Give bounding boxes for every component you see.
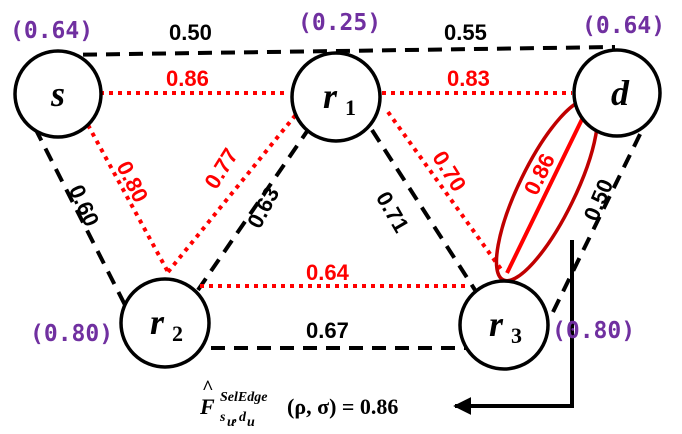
- fidelity-s: (0.64): [10, 18, 93, 44]
- node-d-label: d: [611, 73, 630, 113]
- node-r3-label: r: [489, 304, 504, 344]
- weight-r1-d: 0.55: [444, 20, 487, 45]
- weight-r1-r3: 0.71: [371, 187, 414, 237]
- fidelity-d: (0.64): [582, 13, 665, 39]
- fidelity-r2: (0.80): [30, 321, 113, 347]
- weight-r2-r1: 0.63: [242, 183, 284, 233]
- weight-r2-r3-red: 0.64: [306, 260, 350, 285]
- formula-sub-comma: ,: [233, 410, 238, 425]
- formula-sub-u2: u: [247, 415, 255, 430]
- formula: F ^ SelEdge s u , d u (ρ, σ) = 0.86: [199, 377, 398, 430]
- formula-sub-d: d: [239, 410, 247, 425]
- pointer-arrow: [453, 240, 574, 415]
- black-edges: [33, 45, 650, 350]
- formula-hat: ^: [202, 377, 214, 399]
- edge-r3-d-solid: [505, 106, 590, 274]
- node-r1-sub: 1: [345, 95, 356, 120]
- formula-sup: SelEdge: [220, 390, 267, 405]
- node-s-label: s: [50, 74, 65, 114]
- edge-s-d: [59, 45, 616, 57]
- node-r2-label: r: [150, 302, 165, 342]
- node-r1-label: r: [323, 76, 338, 116]
- formula-sub: s: [219, 410, 226, 425]
- edge-r3-d: [551, 117, 650, 313]
- node-r1: r 1: [290, 51, 382, 143]
- node-d: d: [572, 48, 662, 138]
- weight-s-r1-red: 0.86: [166, 66, 209, 91]
- node-r3-sub: 3: [511, 323, 522, 348]
- edge-r1-r3-red: [386, 110, 505, 274]
- fidelity-r1: (0.25): [298, 10, 381, 36]
- node-r3: r 3: [458, 279, 550, 371]
- weight-r2-r3: 0.67: [306, 318, 349, 343]
- edge-r2-r1-red: [166, 110, 300, 274]
- red-edges: [86, 91, 572, 288]
- weight-r1-d-red: 0.83: [447, 66, 490, 91]
- formula-base: F: [199, 394, 215, 419]
- formula-sub-u1: u: [227, 415, 235, 430]
- edge-r2-r1: [196, 125, 312, 292]
- node-r2: r 2: [119, 277, 211, 369]
- formula-args: (ρ, σ) = 0.86: [287, 394, 398, 419]
- edge-s-r2: [33, 127, 127, 306]
- weight-s-r1: 0.50: [169, 20, 212, 45]
- node-r2-sub: 2: [172, 321, 183, 346]
- weight-s-r2: 0.60: [64, 181, 104, 230]
- fidelity-r3: (0.80): [552, 318, 635, 344]
- edge-r1-r3: [370, 128, 477, 292]
- weight-r1-r3-red: 0.70: [427, 146, 471, 196]
- node-s: s: [13, 49, 103, 139]
- weight-r3-d: 0.50: [579, 175, 619, 224]
- edge-s-r2-red: [86, 124, 170, 273]
